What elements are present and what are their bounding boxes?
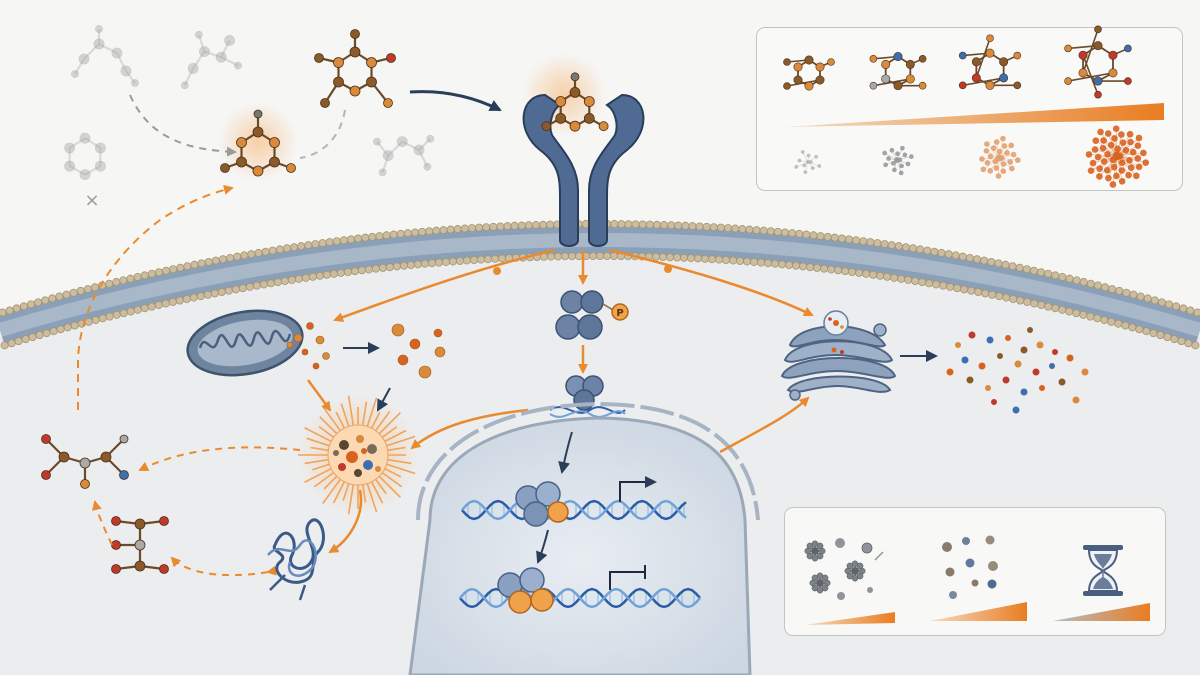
transcription-block-icon (609, 565, 646, 590)
dna-strand-repressed (459, 565, 701, 614)
transcription-start-arrow (619, 476, 657, 502)
inactive-molecule-4 (373, 134, 435, 177)
potency-inset-panel: increasing potency gradient (756, 27, 1183, 191)
persistence-inset-panel: accumulation, fragments and time (784, 507, 1166, 636)
dna-transition-arrow (536, 529, 549, 564)
inactive-mark: × (84, 190, 99, 211)
feedback-small-molecule (111, 516, 169, 574)
golgi-apparatus (780, 310, 897, 401)
phosphorylated-kinase: P (555, 290, 629, 340)
phosphate-icon (611, 303, 629, 321)
incoming-ligand-molecule (314, 29, 396, 108)
feedback-loop-arrow (91, 500, 113, 546)
factor-to-hub-arrow (410, 408, 529, 450)
secreted-particles (946, 327, 1089, 414)
folded-protein (267, 518, 325, 601)
particle-cluster (391, 323, 446, 379)
factor-to-nucleus-arrow (558, 431, 573, 474)
nucleus-to-golgi-arrow (719, 396, 810, 454)
inactive-molecule-2 (180, 30, 242, 90)
cluster-to-hub-arrow (377, 387, 391, 412)
signal-arrow-left (333, 248, 556, 322)
active-ligand-molecule (220, 109, 296, 177)
inactive-molecule-3 (64, 132, 106, 181)
hub-to-protein-arrow (328, 489, 363, 554)
released-particles-mito (286, 322, 330, 370)
mitochondrion (186, 309, 304, 377)
protein-to-feedback-arrow (170, 556, 277, 577)
hub-to-feedback-arrow (138, 446, 301, 471)
feedback-up-arrow (77, 184, 234, 410)
phosphate-label: P (616, 308, 623, 319)
binding-arrow (409, 90, 502, 112)
feedback-molecule (41, 434, 129, 489)
gray-return-arrow (299, 109, 346, 159)
signal-arrow-right (609, 248, 814, 317)
inactive-molecule-1 (71, 25, 139, 87)
nucleus (408, 401, 760, 675)
dna-strand-active (461, 476, 687, 527)
bound-ligand-molecule (541, 72, 609, 132)
receptor-protein (522, 93, 645, 247)
gray-conversion-arrow (129, 94, 237, 157)
mito-to-hub-arrow (306, 379, 332, 412)
